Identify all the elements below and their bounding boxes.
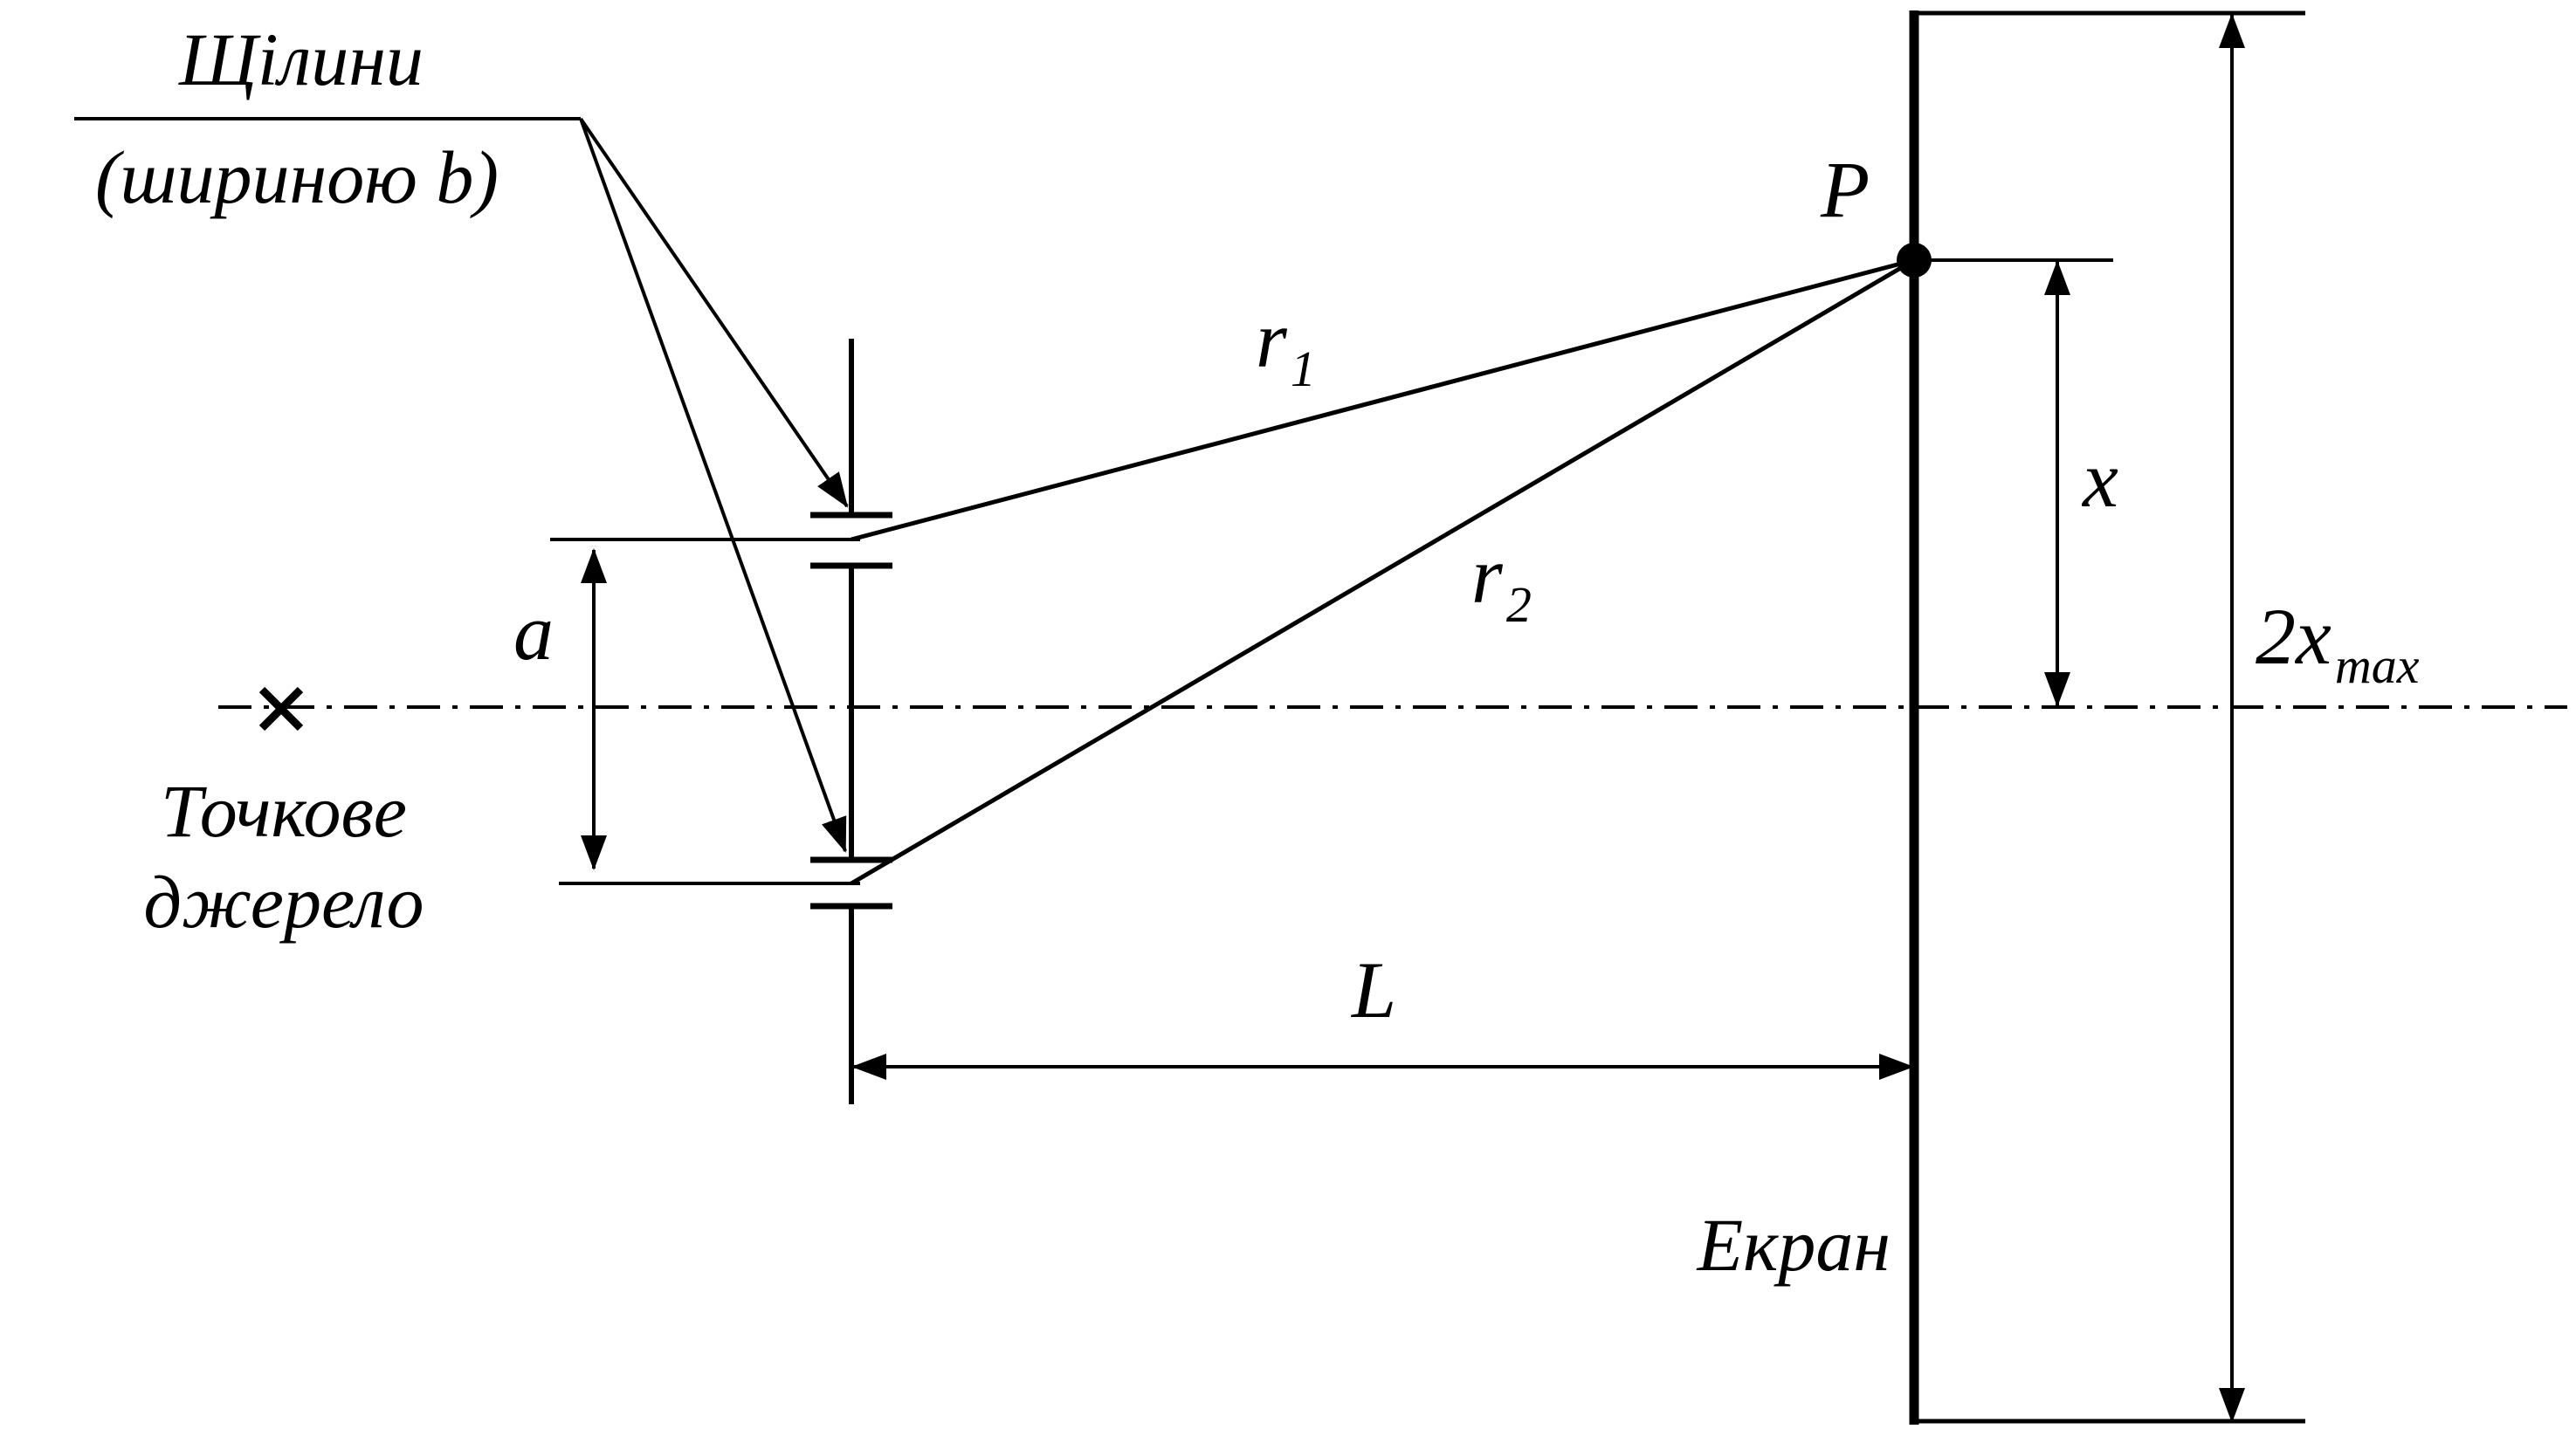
ray-r1 <box>851 258 1915 542</box>
source-label-line2: джерело <box>143 860 424 944</box>
point-source-mark <box>258 686 304 732</box>
ray-r2 <box>850 258 1916 886</box>
slit-separation-dimension <box>550 538 860 885</box>
slits-label-line1: Щілини <box>178 17 424 101</box>
slits-label-line2: (шириною b) <box>95 135 499 219</box>
r1-label: r1 <box>1256 295 1316 397</box>
x-dimension <box>1914 258 2113 707</box>
screen-label: Екран <box>1696 1203 1891 1287</box>
x-label: x <box>2081 435 2118 524</box>
a-label: a <box>513 587 554 677</box>
two-x-max-label: 2xmax <box>2256 592 2420 694</box>
slits-pointer <box>74 117 849 853</box>
r2-label: r2 <box>1471 531 1532 633</box>
two-x-max-dimension <box>1914 10 2305 1424</box>
slit-barrier <box>810 339 892 1104</box>
point-p-label: P <box>1820 145 1870 234</box>
source-label-line1: Точкове <box>161 769 407 853</box>
l-label: L <box>1350 945 1396 1034</box>
